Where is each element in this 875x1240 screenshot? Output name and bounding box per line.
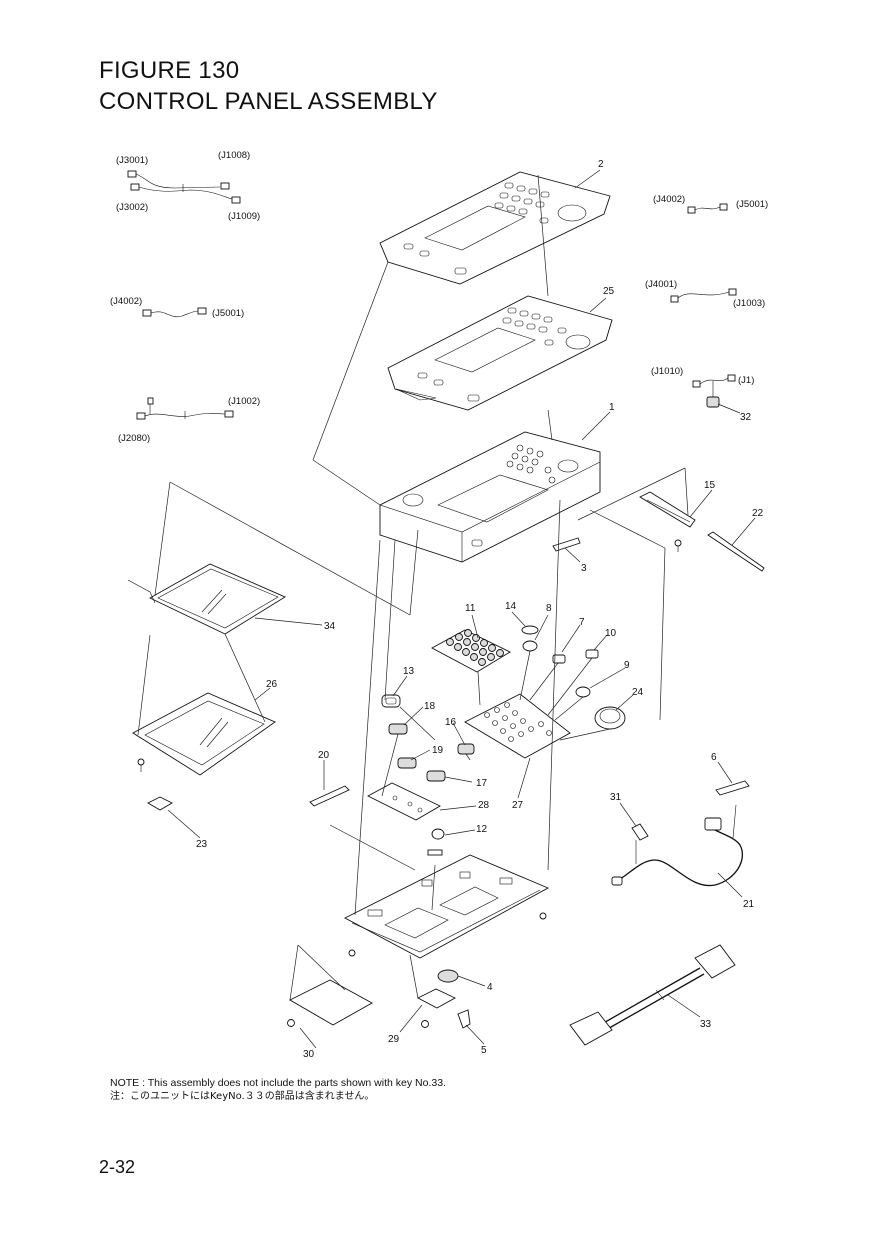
label-j1008: (J1008) xyxy=(218,150,250,161)
label-j5001-left: (J5001) xyxy=(212,308,244,319)
label-part-27: 27 xyxy=(512,800,524,811)
part-8-button xyxy=(522,640,538,652)
label-j5001-right: (J5001) xyxy=(736,199,768,210)
label-part-6: 6 xyxy=(711,752,717,763)
harness-j4002-j5001-right xyxy=(687,203,728,214)
label-part-2: 2 xyxy=(598,159,604,170)
part-12-knob xyxy=(427,828,445,856)
label-j1010: (J1010) xyxy=(651,366,683,377)
part-20-bar xyxy=(309,785,350,807)
note-english: NOTE : This assembly does not include th… xyxy=(110,1077,446,1089)
part-21-cable xyxy=(611,804,743,887)
part-7-button xyxy=(552,654,566,664)
harness-j4001-j1003 xyxy=(670,288,737,303)
label-part-10: 10 xyxy=(605,628,617,639)
harness-j2080-j1002 xyxy=(136,397,234,420)
part-33-cable xyxy=(569,944,736,1046)
label-part-20: 20 xyxy=(318,750,330,761)
part-28-sub-pcb xyxy=(367,782,441,821)
part-6-label xyxy=(715,780,750,796)
label-part-8: 8 xyxy=(546,603,552,614)
label-part-34: 34 xyxy=(324,621,336,632)
part-31-ferrite xyxy=(631,823,649,841)
harness-j4002-j5001-left xyxy=(142,307,207,318)
label-part-4: 4 xyxy=(487,982,493,993)
label-j3002: (J3002) xyxy=(116,202,148,213)
part-9-button xyxy=(575,686,591,698)
figure-title: CONTROL PANEL ASSEMBLY xyxy=(99,88,438,115)
leader-lines xyxy=(167,169,756,1049)
label-part-15: 15 xyxy=(704,480,716,491)
part-13-frame xyxy=(381,694,401,708)
label-j4002-left: (J4002) xyxy=(110,296,142,307)
part-17-button xyxy=(426,770,446,782)
part-27-key-pcb xyxy=(464,693,571,759)
label-part-18: 18 xyxy=(424,701,436,712)
part-16-button xyxy=(457,743,475,755)
part-2-front-cover xyxy=(379,171,611,285)
note-japanese: 注：このユニットにはKeyNo.３３の部品は含まれません。 xyxy=(110,1091,375,1102)
label-part-3: 3 xyxy=(581,563,587,574)
harness-j3001-j1008 xyxy=(127,170,241,204)
part-26-lcd-unit xyxy=(132,692,276,776)
part-10-button xyxy=(585,649,599,659)
label-j3001: (J3001) xyxy=(116,155,148,166)
label-j1002: (J1002) xyxy=(228,396,260,407)
label-part-17: 17 xyxy=(476,778,488,789)
label-part-7: 7 xyxy=(579,617,585,628)
part-3-lever xyxy=(552,537,581,552)
part-34-touch-film xyxy=(127,563,286,635)
label-j1003: (J1003) xyxy=(733,298,765,309)
part-11-keypad xyxy=(431,629,511,673)
part-23-sponge xyxy=(147,796,173,811)
part-25-sheet xyxy=(387,295,613,411)
label-part-24: 24 xyxy=(632,687,644,698)
figure-number: FIGURE 130 xyxy=(99,57,240,84)
part-15-bracket xyxy=(639,491,696,552)
label-j1: (J1) xyxy=(738,375,754,386)
base-plate xyxy=(344,854,550,959)
part-5-bracket xyxy=(457,1009,471,1029)
label-part-33: 33 xyxy=(700,1019,712,1030)
label-part-32: 32 xyxy=(740,412,752,423)
page-number: 2-32 xyxy=(99,1157,136,1177)
label-part-1: 1 xyxy=(609,402,615,413)
part-29-small-pcb xyxy=(417,988,456,1028)
label-part-16: 16 xyxy=(445,717,457,728)
label-part-23: 23 xyxy=(196,839,208,850)
label-part-19: 19 xyxy=(432,745,444,756)
part-14-ring xyxy=(521,625,539,635)
label-part-30: 30 xyxy=(303,1049,315,1060)
part-30-board xyxy=(287,979,373,1027)
part-24-speaker xyxy=(594,706,626,730)
projection-lines xyxy=(137,174,689,1001)
label-part-12: 12 xyxy=(476,824,488,835)
label-j4001: (J4001) xyxy=(645,279,677,290)
part-18-button xyxy=(388,723,408,735)
part-22-stylus xyxy=(707,531,765,572)
label-part-21: 21 xyxy=(743,899,755,910)
label-part-31: 31 xyxy=(610,792,622,803)
label-part-9: 9 xyxy=(624,660,630,671)
label-part-22: 22 xyxy=(752,508,764,519)
label-part-11: 11 xyxy=(465,603,476,614)
label-part-26: 26 xyxy=(266,679,278,690)
label-part-5: 5 xyxy=(481,1045,487,1056)
label-j2080: (J2080) xyxy=(118,433,150,444)
harness-j1010-j1 xyxy=(692,374,736,408)
label-part-14: 14 xyxy=(505,601,517,612)
label-part-29: 29 xyxy=(388,1034,400,1045)
part-19-button xyxy=(397,757,417,769)
part-4-gear xyxy=(437,969,459,983)
label-j4002-right: (J4002) xyxy=(653,194,685,205)
label-part-28: 28 xyxy=(478,800,490,811)
label-part-25: 25 xyxy=(603,286,615,297)
label-part-13: 13 xyxy=(403,666,415,677)
part-1-panel-housing xyxy=(379,431,601,563)
label-j1009: (J1009) xyxy=(228,211,260,222)
